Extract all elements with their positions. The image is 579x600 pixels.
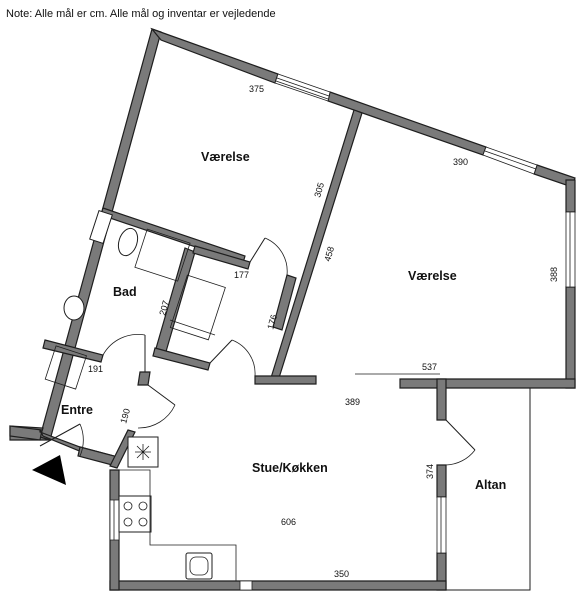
doors — [39, 237, 476, 466]
balcony — [446, 387, 531, 591]
hall-door — [147, 384, 176, 406]
fixtures — [44, 209, 440, 581]
dimension-458: 458 — [322, 245, 336, 262]
room2-door — [209, 339, 233, 364]
dimension-190: 190 — [118, 407, 132, 424]
dimension-389: 389 — [345, 397, 360, 407]
room-label-stue-kokken: Stue/Køkken — [252, 461, 328, 475]
plan-note: Note: Alle mål er cm. Alle mål og invent… — [6, 8, 276, 20]
window-balcony-lower — [436, 496, 447, 554]
dimension-390: 390 — [453, 157, 468, 167]
dimension-375: 375 — [249, 84, 264, 94]
front-door — [39, 423, 81, 447]
dimension-537: 537 — [422, 362, 437, 372]
room-label-altan: Altan — [475, 478, 506, 492]
window-top-left — [274, 73, 331, 102]
window-top-right — [482, 146, 538, 175]
interior-walls — [42, 109, 363, 469]
dimension-207: 207 — [157, 299, 171, 316]
room-label-vaerelse-1: Værelse — [201, 150, 250, 164]
dimension-176: 176 — [265, 313, 279, 330]
room-label-bad: Bad — [113, 285, 137, 299]
dimension-374: 374 — [425, 464, 435, 479]
dimension-labels: 375 390 305 458 388 177 176 207 191 190 … — [88, 84, 559, 579]
cooktop — [118, 495, 152, 533]
window-right — [565, 211, 576, 288]
dimension-177: 177 — [234, 270, 249, 280]
entrance-arrow-icon — [32, 455, 66, 485]
dimension-305: 305 — [312, 181, 326, 198]
washbasin — [63, 295, 85, 321]
room-label-vaerelse-2: Værelse — [408, 269, 457, 283]
room-label-entre: Entre — [61, 403, 93, 417]
balcony-door — [445, 419, 476, 451]
dimension-388: 388 — [549, 267, 559, 282]
windows — [109, 73, 576, 591]
window-bottom — [239, 580, 253, 591]
dimension-350: 350 — [334, 569, 349, 579]
window-kitchen-left — [109, 499, 120, 541]
dimension-191: 191 — [88, 364, 103, 374]
kitchen-sink — [185, 552, 213, 580]
room-labels: Værelse Værelse Bad Entre Stue/Køkken Al… — [61, 150, 506, 492]
dimension-606: 606 — [281, 517, 296, 527]
room1-door — [249, 237, 266, 263]
shower-tray — [89, 209, 113, 245]
toilet — [117, 227, 139, 257]
